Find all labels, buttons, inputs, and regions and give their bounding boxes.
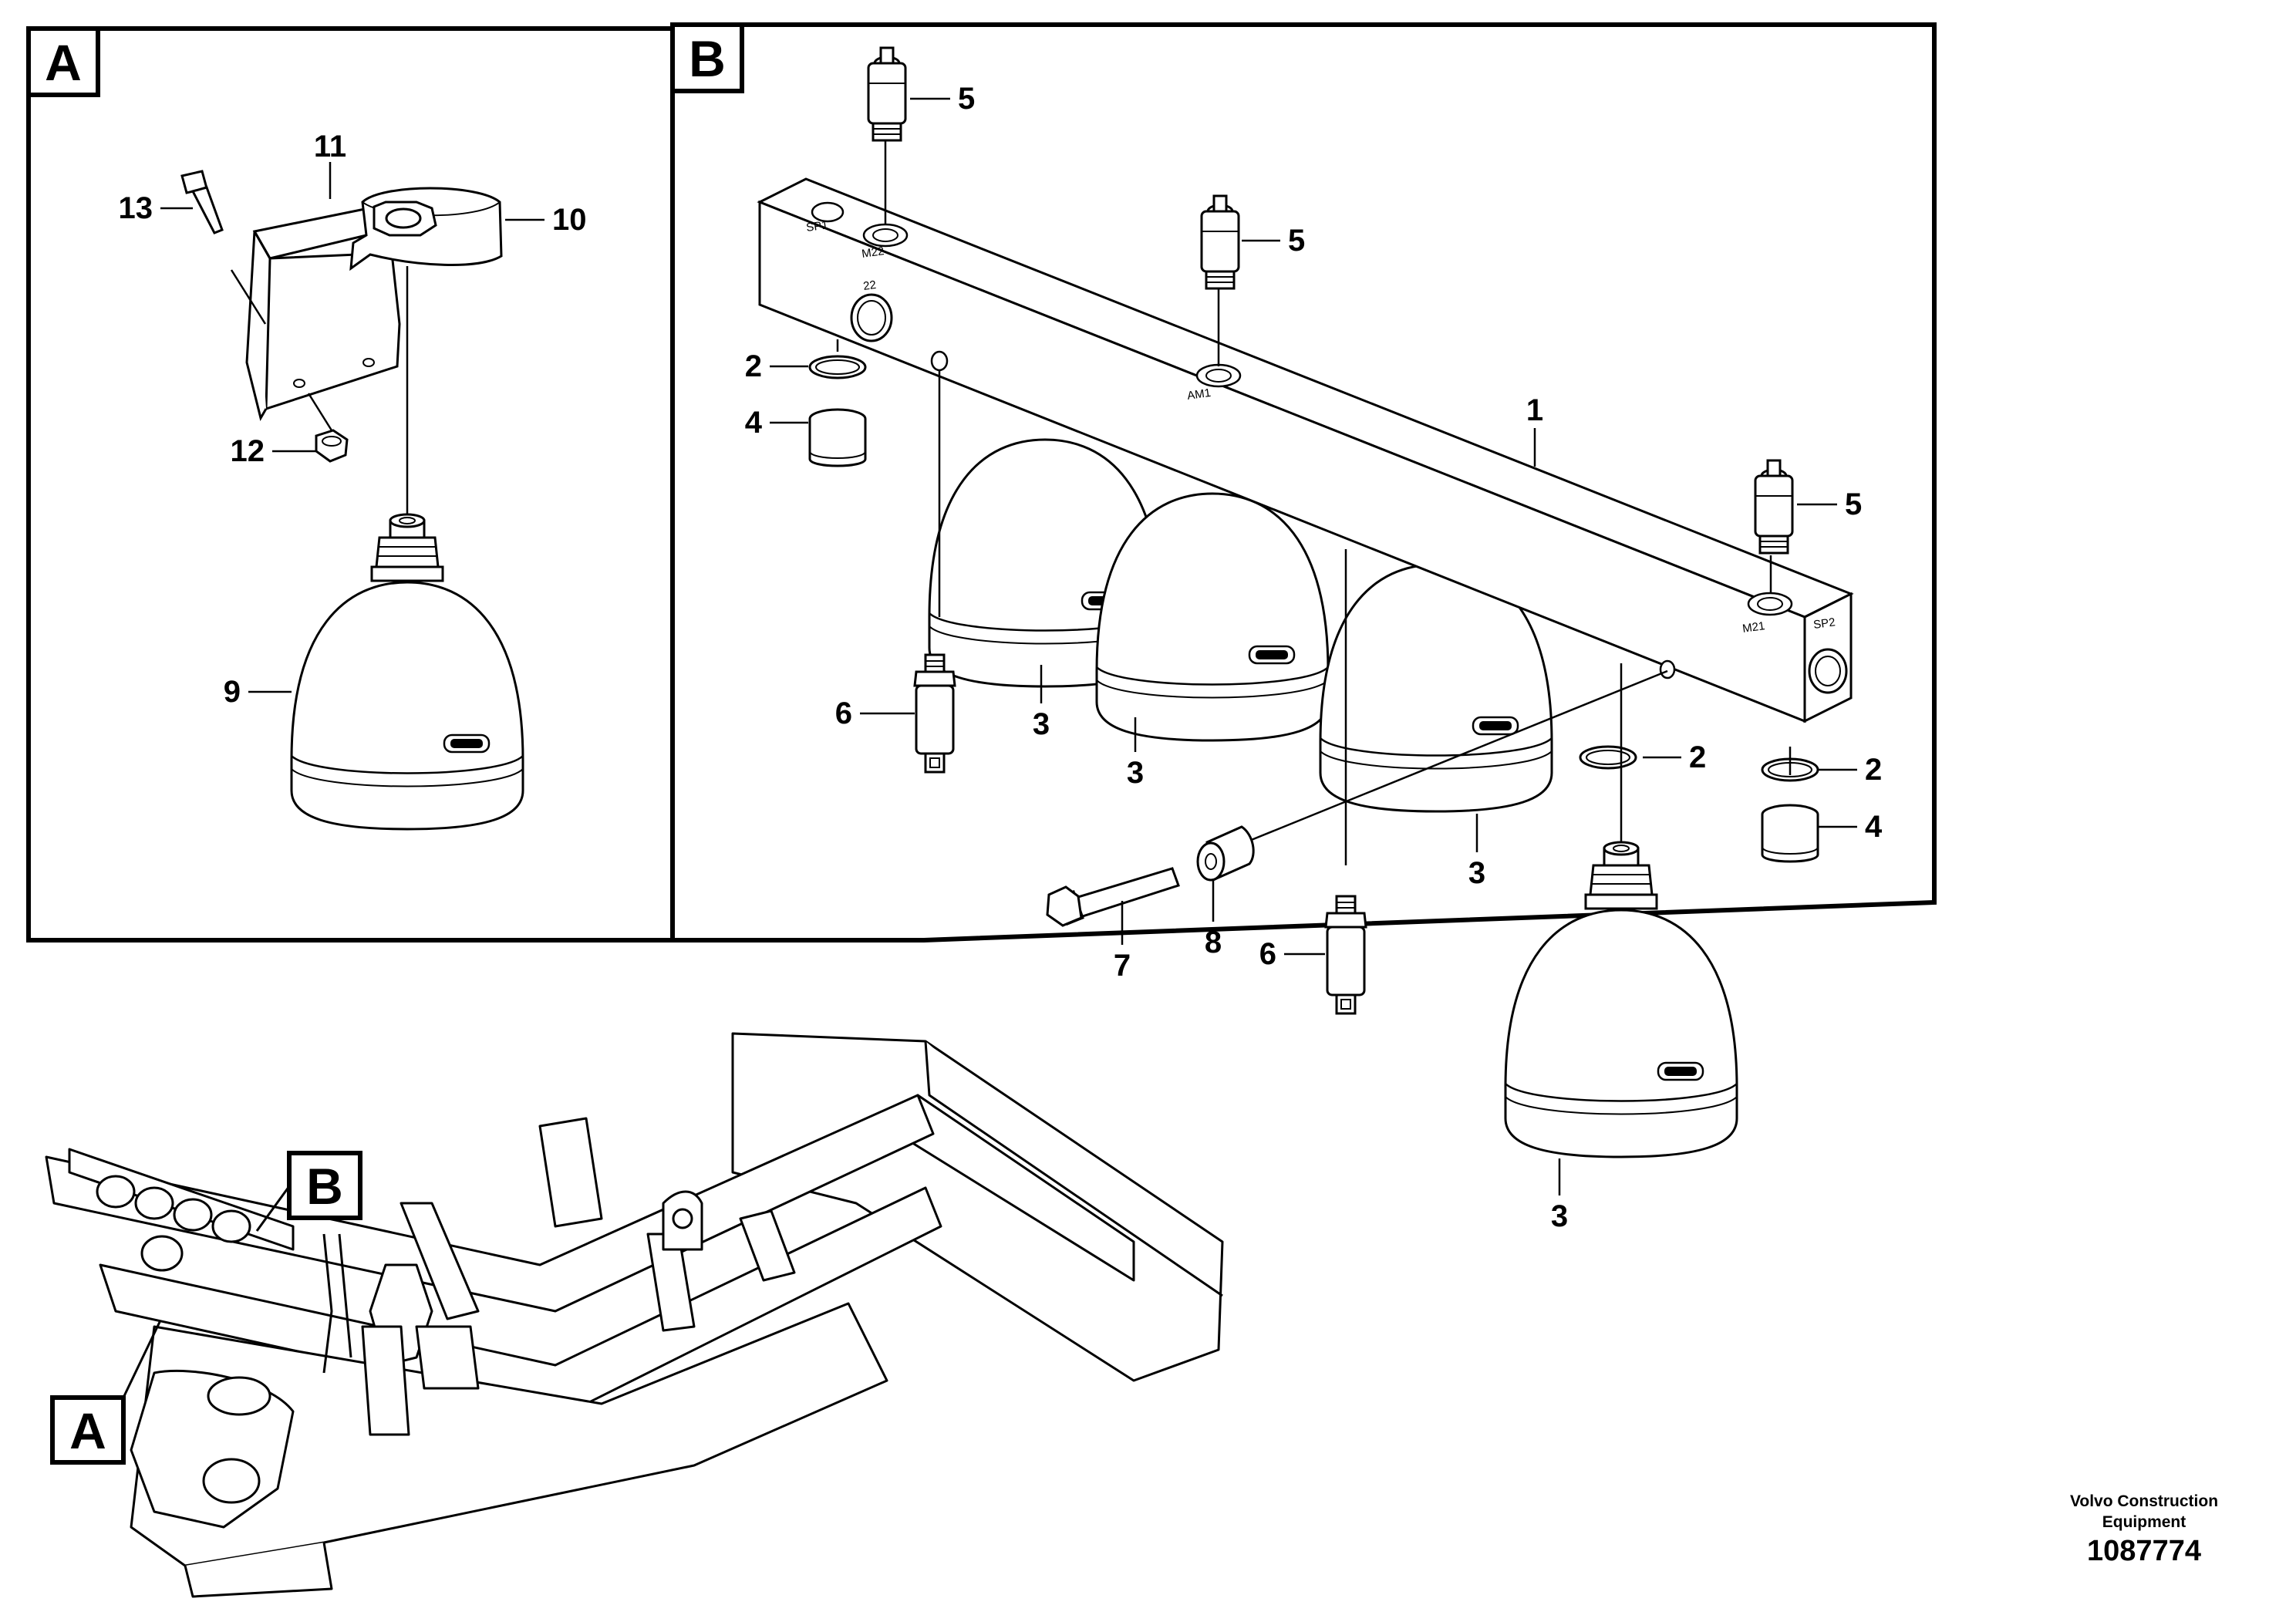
plug-part-4-right	[1761, 804, 1819, 863]
callout-4-left: 4	[745, 406, 763, 440]
pressure-sensor-part-6-left	[913, 653, 956, 774]
callout-2-middle: 2	[1689, 740, 1706, 774]
port-label-m21: M21	[1741, 619, 1765, 636]
pressure-sensor-part-5-right	[1754, 459, 1794, 555]
overview-callout-a: A	[50, 1320, 162, 1465]
manifold-block-part-1: SP1 M22 22 AM1 M21 SP2	[757, 177, 1854, 723]
bracket-hole	[362, 358, 375, 367]
accumulator-part-3-lower	[1504, 841, 1738, 1158]
callout-7: 7	[1114, 949, 1131, 983]
publisher-line-1: Volvo Construction	[2070, 1492, 2218, 1510]
callout-13: 13	[119, 191, 153, 225]
nut-part-12	[307, 393, 349, 463]
view-b-label: B	[689, 30, 726, 87]
o-ring-part-2-middle	[1579, 745, 1637, 770]
clamp-part-10	[349, 187, 503, 271]
publisher-block: Volvo Construction Equipment 1087774	[2070, 1492, 2218, 1567]
callout-5-left: 5	[958, 82, 975, 116]
o-ring-part-2-left	[808, 355, 867, 379]
callout-3-middle: 3	[1127, 756, 1144, 790]
publisher-line-2: Equipment	[2102, 1513, 2186, 1531]
view-a-callouts: 11 10 13 12 9	[119, 130, 587, 709]
view-b-leader-lines	[836, 139, 1792, 865]
machine-frame-overview	[45, 1032, 1224, 1598]
callout-6-left: 6	[835, 696, 852, 730]
port-label-sp2: SP2	[1812, 615, 1836, 632]
view-b-frame	[670, 22, 1937, 943]
accumulator-part-9	[290, 513, 524, 831]
callout-9: 9	[224, 675, 241, 709]
callout-2-left: 2	[745, 349, 762, 383]
view-b-panel: B SP1 M2	[670, 22, 1937, 1233]
view-a-panel: A	[26, 26, 675, 943]
callout-10: 10	[552, 203, 587, 237]
pressure-sensor-part-6-right	[1324, 895, 1367, 1015]
plug-part-4-left	[808, 408, 867, 467]
callout-11: 11	[314, 130, 346, 164]
callout-3-rear: 3	[1033, 707, 1050, 741]
callout-6-right: 6	[1259, 937, 1276, 971]
port-label-22: 22	[862, 278, 877, 293]
callout-2-right: 2	[1865, 753, 1882, 787]
view-b-label-box	[670, 22, 744, 93]
view-a-label-box	[26, 26, 100, 97]
port-label-sp1: SP1	[805, 218, 828, 234]
overview-label-b: B	[306, 1158, 343, 1215]
callout-3-lower: 3	[1551, 1199, 1568, 1233]
overview-callout-b: B	[255, 1151, 362, 1232]
callout-5-middle: 5	[1288, 224, 1305, 258]
view-b-callouts: 5 5 5 1 2 4 6 3 3 2 2 4 3 7	[745, 82, 1883, 1233]
pressure-sensor-part-5-middle	[1200, 194, 1240, 290]
callout-1: 1	[1526, 393, 1543, 427]
port-label-am1: AM1	[1186, 386, 1212, 403]
drawing-reference-number: 1087774	[2087, 1535, 2201, 1567]
overview-label-a: A	[69, 1402, 106, 1459]
callout-8: 8	[1205, 926, 1222, 959]
callout-4-right: 4	[1865, 810, 1883, 844]
spacer-part-8	[1196, 825, 1255, 882]
pressure-sensor-part-5-left	[867, 46, 907, 142]
callout-5-right: 5	[1845, 487, 1862, 521]
bolt-part-13	[180, 170, 267, 325]
bolt-part-7	[1046, 867, 1180, 927]
port-label-m22: M22	[861, 244, 885, 261]
callout-3-front: 3	[1468, 856, 1485, 890]
port-sp1	[811, 201, 845, 223]
callout-12: 12	[231, 434, 265, 468]
view-a-label: A	[45, 34, 82, 91]
